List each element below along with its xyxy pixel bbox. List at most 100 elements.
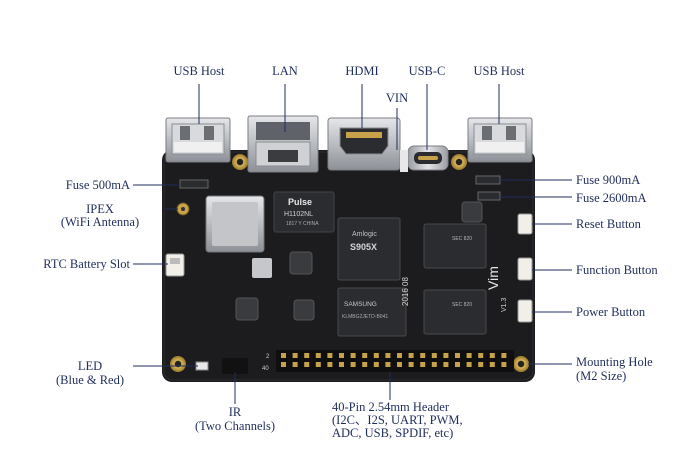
header-pin [397, 362, 402, 367]
header-pin [385, 353, 391, 358]
rtc-battery-slot [165, 253, 185, 277]
label-fuse-900ma: Fuse 900mA [576, 173, 641, 187]
header-pin [292, 353, 298, 358]
header-pin [443, 362, 449, 367]
pin-40-label: 40 [262, 366, 269, 372]
ram-top-text: SEC 820 [452, 236, 472, 242]
label-usb-c: USB-C [408, 64, 446, 78]
usb-host-right-connector [467, 117, 533, 163]
header-pin [408, 362, 414, 367]
label-led-line2: (Blue & Red) [55, 373, 125, 387]
header-pin [466, 353, 472, 358]
leader-lines [133, 84, 572, 404]
header-pin [455, 353, 460, 358]
header-pin [327, 353, 333, 358]
mounting-hole-bottom-left [170, 356, 186, 372]
emmc-brand-text: SAMSUNG [344, 301, 377, 308]
header-pin [373, 353, 379, 358]
function-button-part [517, 257, 533, 281]
gpio-header-40pin [276, 350, 514, 372]
capacitor-bank [252, 258, 272, 278]
inductor-2 [235, 297, 259, 321]
mounting-hole-bottom-right [513, 356, 529, 372]
label-vin: VIN [385, 91, 409, 105]
label-power-button: Power Button [576, 305, 646, 319]
header-pin [501, 362, 507, 367]
fuse-500ma-part [179, 179, 209, 189]
label-function-button: Function Button [576, 263, 658, 277]
wifi-module [205, 195, 265, 253]
header-pin [362, 353, 368, 358]
header-pin [501, 353, 507, 358]
label-ipex-line2: (WiFi Antenna) [60, 215, 140, 229]
lan-transformer: Pulse H1102NL 1817 Y CHINA [273, 191, 335, 233]
label-reset-button: Reset Button [576, 217, 641, 231]
header-pin [373, 362, 379, 367]
usb-c-connector [407, 145, 449, 171]
header-pin [350, 362, 356, 367]
label-usb-host-right: USB Host [473, 64, 525, 78]
label-mounting-hole-line1: Mounting Hole [576, 355, 653, 369]
label-usb-host-left: USB Host [173, 64, 225, 78]
label-header-line2: (I2C、I2S, UART, PWM, [332, 413, 463, 427]
pulse-part-text: H1102NL [284, 211, 313, 218]
label-mounting-hole-line2: (M2 Size) [576, 369, 627, 383]
ram-chip-bottom: SEC 820 [423, 289, 487, 335]
inductor-4 [461, 201, 483, 223]
header-pin [431, 353, 437, 358]
mounting-hole-top-right [451, 154, 467, 170]
fuse-2600ma-part [477, 191, 501, 201]
inductor-1 [289, 251, 313, 275]
header-pin [478, 362, 484, 367]
header-pin [489, 362, 495, 367]
header-pin [281, 353, 286, 358]
header-pin [362, 362, 368, 367]
label-hdmi: HDMI [345, 64, 379, 78]
reset-button-part [517, 213, 533, 235]
header-pin [408, 353, 414, 358]
header-pin [443, 353, 449, 358]
header-pin [304, 353, 310, 358]
emmc-part-text: KLMBG2JETD-B041 [342, 314, 388, 320]
pulse-sub-text: 1817 Y CHINA [286, 221, 319, 227]
label-fuse-2600ma: Fuse 2600mA [576, 191, 647, 205]
label-rtc-battery-slot: RTC Battery Slot [43, 257, 130, 271]
board-model-version: V1.3 [501, 297, 508, 312]
power-button-part [517, 299, 533, 323]
label-lan: LAN [272, 64, 298, 78]
usb-host-left-connector [165, 117, 231, 163]
header-pin [339, 353, 344, 358]
soc-chip: Amlogic S905X [337, 217, 401, 281]
soc-brand-text: Amlogic [352, 231, 377, 238]
fuse-900ma-part [475, 175, 501, 185]
label-ir-line2: (Two Channels) [194, 419, 275, 433]
header-pin [466, 362, 472, 367]
label-ipex-line1: IPEX [86, 202, 114, 216]
ram-bottom-text: SEC 820 [452, 302, 472, 308]
header-pin [350, 353, 356, 358]
emmc-chip: SAMSUNG KLMBG2JETD-B041 [337, 287, 407, 337]
header-pin [292, 362, 298, 367]
header-pin [397, 353, 402, 358]
inductor-3 [293, 299, 315, 321]
header-pin [431, 362, 437, 367]
header-pin [327, 362, 333, 367]
header-pin [420, 362, 426, 367]
header-pin [478, 353, 484, 358]
header-pin [281, 362, 286, 367]
label-led-line1: LED [77, 359, 103, 373]
soc-part-text: S905X [350, 242, 377, 252]
label-header-line3: ADC, USB, SPDIF, etc) [332, 426, 454, 440]
board-date-print: 2016 08 [401, 277, 410, 306]
header-pin [489, 353, 495, 358]
label-header-line1: 40-Pin 2.54mm Header [332, 400, 449, 414]
ram-chip-top: SEC 820 [423, 223, 487, 269]
board-model-print: Vim [485, 266, 501, 290]
lan-connector [247, 115, 319, 173]
ir-receiver-part [222, 358, 248, 374]
header-pin [315, 353, 321, 358]
label-ir-line1: IR [228, 405, 242, 419]
mounting-hole-top-left [232, 154, 248, 170]
header-pin [385, 362, 391, 367]
